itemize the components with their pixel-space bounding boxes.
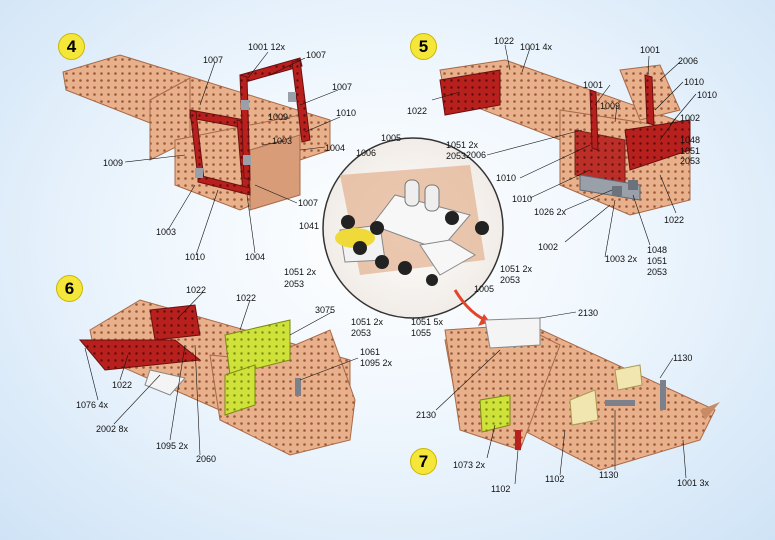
part-label: 1051 [680, 146, 701, 156]
part-label: 1010 [185, 252, 206, 262]
part-label: 2130 [578, 308, 599, 318]
part-label: 1022 [407, 106, 428, 116]
step-5-badge: 5 [410, 33, 437, 60]
part-label: 2130 [416, 410, 437, 420]
part-label: 1048 [647, 245, 668, 255]
part-label: 1006 [356, 148, 377, 158]
part-label: 2053 [351, 328, 372, 338]
part-label: 1004 [245, 252, 266, 262]
part-label: 1007 [306, 50, 327, 60]
part-label: 1001 [583, 80, 604, 90]
part-label: 1007 [332, 82, 353, 92]
detail-lens [322, 137, 504, 319]
part-label: 3075 [315, 305, 336, 315]
part-label: 1055 [411, 328, 432, 338]
part-label: 1003 2x [605, 254, 638, 264]
part-label: 1010 [496, 173, 517, 183]
part-label: 1051 2x [351, 317, 384, 327]
part-label: 2053 [446, 151, 467, 161]
part-label: 1010 [336, 108, 357, 118]
part-label: 1009 [103, 158, 124, 168]
part-label: 2060 [196, 454, 217, 464]
part-label: 1051 2x [284, 267, 317, 277]
part-label: 2006 [466, 150, 487, 160]
part-label: 1002 [680, 113, 701, 123]
step-4-badge: 4 [58, 33, 85, 60]
part-label: 1022 [664, 215, 685, 225]
part-label: 1003 [156, 227, 177, 237]
part-label: 2053 [500, 275, 521, 285]
part-label: 1102 [545, 474, 565, 484]
part-label: 1001 4x [520, 42, 553, 52]
part-label: 1010 [512, 194, 533, 204]
part-label: 2053 [647, 267, 668, 277]
part-label: 1048 [680, 135, 701, 145]
part-label: 1061 [360, 347, 381, 357]
part-label: 1051 2x [500, 264, 533, 274]
part-label: 1001 [640, 45, 661, 55]
step-5-model [439, 59, 691, 216]
part-label: 1007 [298, 198, 319, 208]
part-label: 1130 [673, 353, 693, 363]
part-label: 1073 2x [453, 460, 486, 470]
leader-lines [84, 44, 697, 485]
part-label: 1001 3x [677, 478, 710, 488]
step-7-badge: 7 [410, 448, 437, 475]
step-7-model [444, 317, 720, 471]
part-label: 1130 [599, 470, 619, 480]
part-label: 1051 5x [411, 317, 444, 327]
part-label: 1022 [112, 380, 133, 390]
part-label: 2053 [680, 156, 701, 166]
part-label: 1007 [203, 55, 224, 65]
part-label: 2002 8x [96, 424, 129, 434]
part-label: 1041 [299, 221, 320, 231]
part-label: 1003 [272, 136, 293, 146]
part-label: 1095 2x [156, 441, 189, 451]
part-label: 1026 2x [534, 207, 567, 217]
step-6-model [78, 299, 356, 456]
part-label: 1051 2x [446, 140, 479, 150]
part-label: 1022 [494, 36, 515, 46]
part-label: 1010 [684, 77, 705, 87]
step-6-badge: 6 [56, 275, 83, 302]
part-label: 1005 [474, 284, 495, 294]
part-label: 1004 [325, 143, 346, 153]
part-label: 1022 [186, 285, 207, 295]
part-label: 1102 [491, 484, 511, 494]
part-label: 1051 [647, 256, 668, 266]
part-label: 1005 [381, 133, 402, 143]
part-label: 1001 12x [248, 42, 286, 52]
step-4-model [62, 54, 331, 211]
part-label: 1009 [268, 112, 289, 122]
part-label: 2053 [284, 279, 305, 289]
part-label: 1009 [600, 101, 621, 111]
part-label: 2006 [678, 56, 699, 66]
part-label: 1002 [538, 242, 559, 252]
part-label: 1076 4x [76, 400, 109, 410]
part-label: 1095 2x [360, 358, 393, 368]
part-label: 1010 [697, 90, 718, 100]
part-label: 1022 [236, 293, 257, 303]
